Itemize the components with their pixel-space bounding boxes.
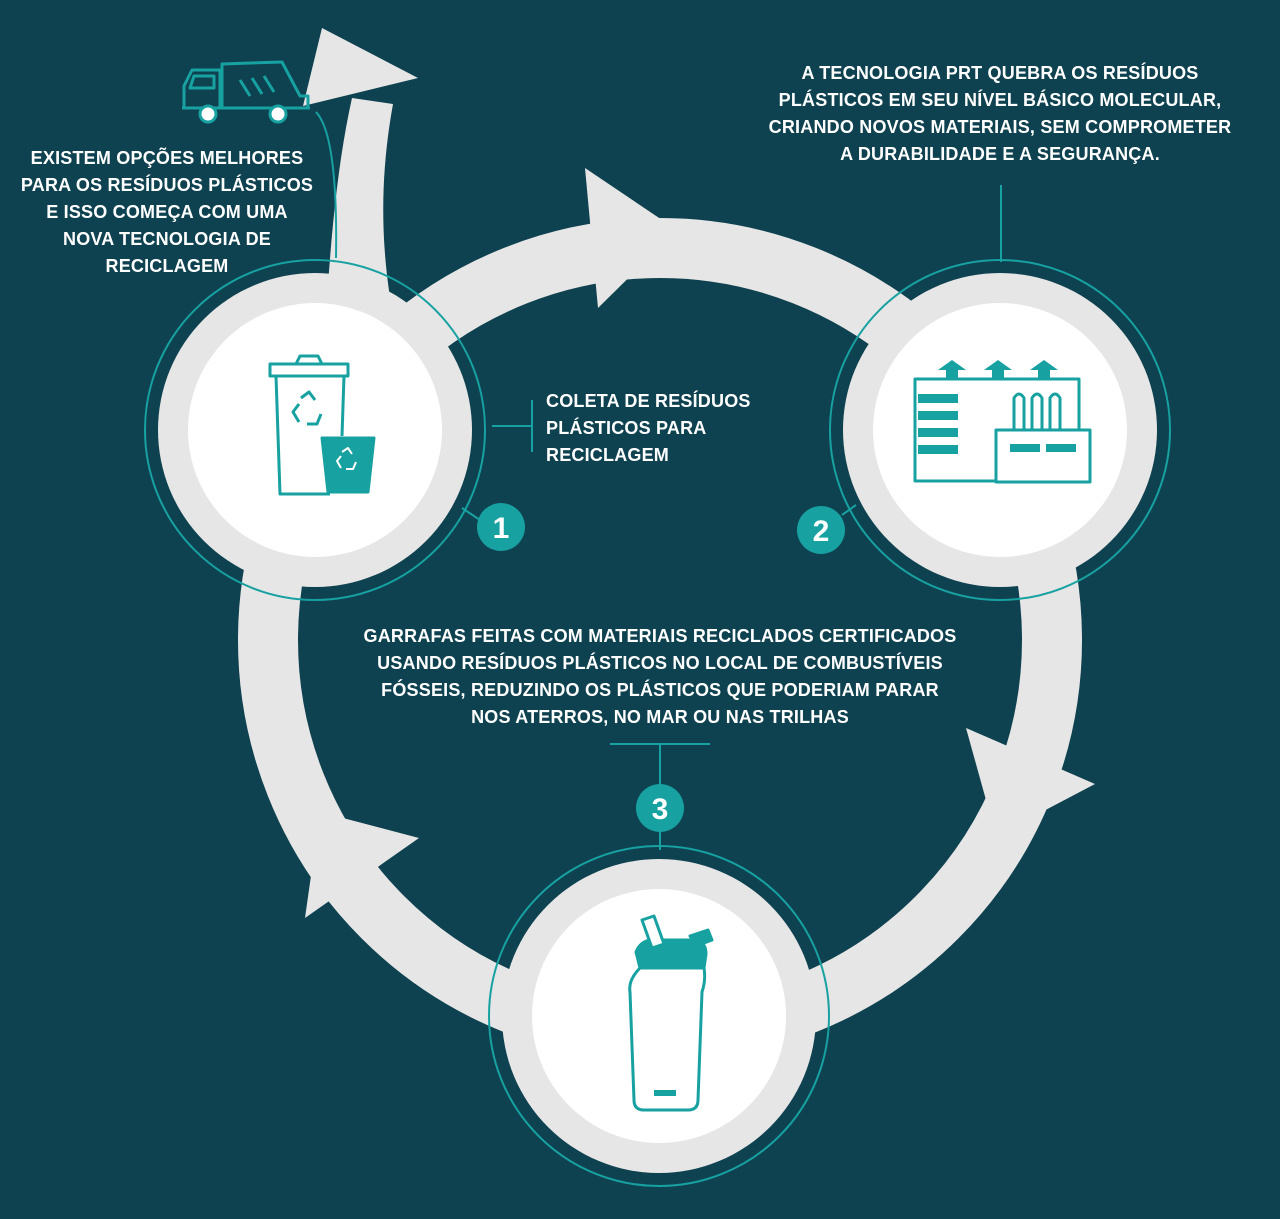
badge-3 (636, 784, 684, 832)
step-3-text: GARRAFAS FEITAS COM MATERIAIS RECICLADOS… (363, 626, 957, 727)
connector-intro (315, 111, 338, 259)
badge-2 (797, 506, 845, 554)
badge-3-number: 3 (652, 793, 669, 826)
water-bottle-icon (628, 914, 714, 1112)
node-1-outline (144, 259, 486, 601)
node-2-outline (829, 259, 1171, 601)
node-1-inner (188, 303, 442, 557)
recycling-bins-icon (268, 354, 376, 496)
exit-arrow-head (303, 28, 418, 106)
intro-text: EXISTEM OPÇÕES MELHORES PARA OS RESÍDUOS… (20, 148, 314, 276)
arrowhead-top (585, 168, 677, 308)
garbage-truck-icon (182, 60, 310, 124)
step-1-text: COLETA DE RESÍDUOS PLÁSTICOS PARA RECICL… (546, 391, 751, 465)
arrowhead-left (305, 812, 419, 918)
badge-1-number: 1 (493, 512, 510, 545)
step-2-text: A TECNOLOGIA PRT QUEBRA OS RESÍDUOS PLÁS… (768, 63, 1232, 164)
connector-step-1 (492, 400, 533, 452)
factory-icon (913, 360, 1092, 484)
node-3-outline (488, 845, 830, 1187)
badge-2-number: 2 (813, 515, 830, 548)
badge-1 (477, 503, 525, 551)
arrowhead-right (966, 728, 1095, 836)
